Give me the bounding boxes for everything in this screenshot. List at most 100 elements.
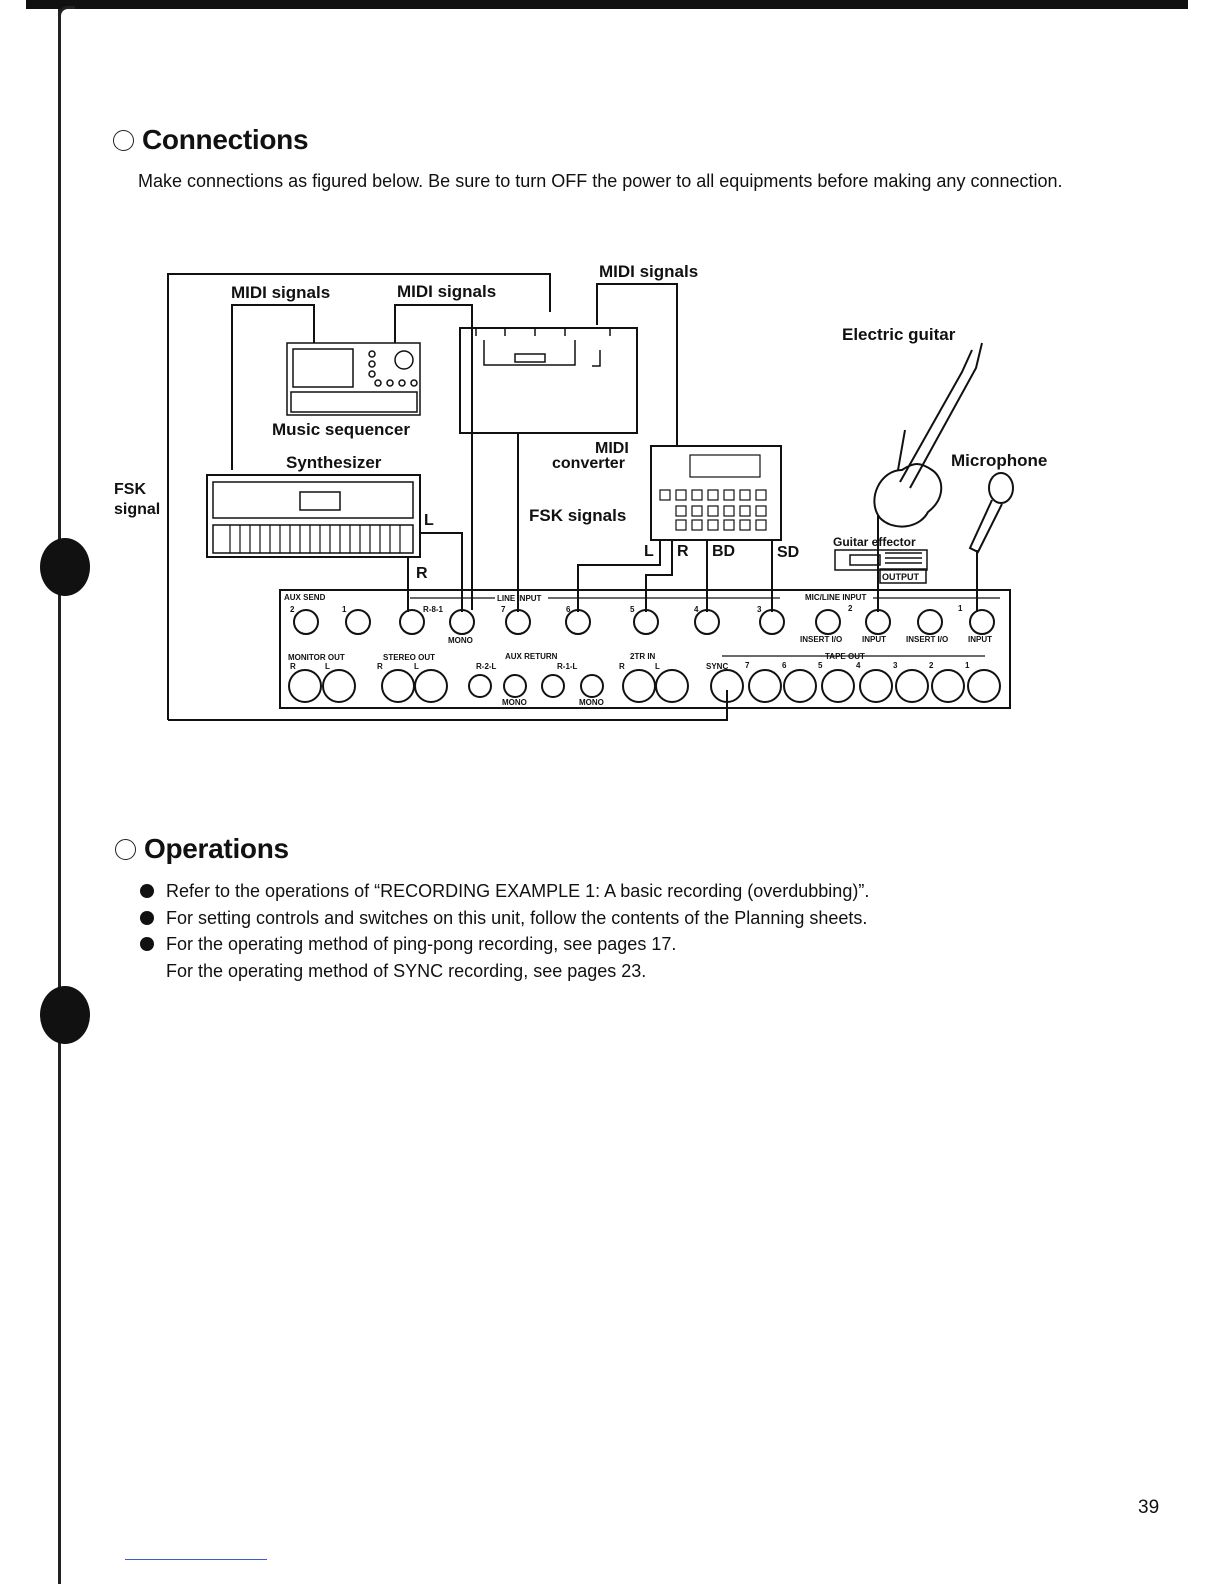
aux-return-label: AUX RETURN xyxy=(505,652,558,661)
line-4-label: 4 xyxy=(694,605,699,614)
electric-guitar xyxy=(873,342,983,528)
signal-label: signal xyxy=(114,501,160,518)
drum-sd-label: SD xyxy=(777,544,799,561)
operations-heading: Operations xyxy=(115,833,289,865)
insert-io-label: INSERT I/O xyxy=(800,635,842,644)
operations-title: Operations xyxy=(144,833,289,864)
punch-hole xyxy=(40,986,90,1044)
tape-6-label: 6 xyxy=(782,661,787,670)
connections-intro: Make connections as figured below. Be su… xyxy=(138,171,1063,191)
midi-cable-left xyxy=(231,304,315,470)
circle-bullet-icon xyxy=(115,838,136,860)
tape-out-label: TAPE OUT xyxy=(825,652,865,661)
line-5-label: 5 xyxy=(630,605,635,614)
stereo-l-label: L xyxy=(414,662,419,671)
punch-hole xyxy=(40,538,90,596)
page-number: 39 xyxy=(1138,1497,1160,1518)
midi-label: MIDI xyxy=(595,440,629,457)
footer-underline xyxy=(125,1559,267,1560)
synth-l-cable xyxy=(420,532,463,612)
line-6-label: 6 xyxy=(566,605,571,614)
output-label: OUTPUT xyxy=(882,572,920,582)
midi-signals-left-label: MIDI signals xyxy=(231,283,330,302)
input-label: INPUT xyxy=(862,635,886,644)
electric-guitar-label: Electric guitar xyxy=(842,325,956,344)
insert-io-label: INSERT I/O xyxy=(906,635,948,644)
fsk-cable-outer xyxy=(167,273,551,720)
monitor-out-label: MONITOR OUT xyxy=(288,653,345,662)
mic-2-label: 2 xyxy=(848,604,853,613)
drum-r-label: R xyxy=(677,543,689,560)
midi-signals-center-label: MIDI signals xyxy=(397,282,496,301)
guitar-effector-label: Guitar effector xyxy=(833,535,916,549)
tape-sync-cable xyxy=(168,690,728,721)
midi-signals-top-label: MIDI signals xyxy=(599,262,698,281)
tape-1-label: 1 xyxy=(965,661,970,670)
two-tr-r-label: R xyxy=(619,662,625,671)
list-item-continuation: For the operating method of SYNC recordi… xyxy=(166,960,647,981)
line-7-label: 7 xyxy=(501,605,506,614)
line-input-label: LINE INPUT xyxy=(497,594,542,603)
tape-7-label: 7 xyxy=(745,661,750,670)
monitor-l-label: L xyxy=(325,662,330,671)
r81-label: R-8-1 xyxy=(423,605,444,614)
drum-l-cable xyxy=(577,540,661,612)
music-sequencer-label: Music sequencer xyxy=(272,420,410,439)
stereo-r-label: R xyxy=(377,662,383,671)
two-tr-l-label: L xyxy=(655,662,660,671)
guitar-effector xyxy=(834,549,928,584)
binding-spine xyxy=(58,9,61,1584)
synthesizer-label: Synthesizer xyxy=(286,453,382,472)
drum-r-cable xyxy=(645,540,673,612)
bullet-icon xyxy=(140,937,154,951)
synthesizer xyxy=(206,474,421,558)
mono-label: MONO xyxy=(579,698,604,707)
connections-heading: Connections xyxy=(113,124,309,156)
list-item: For setting controls and switches on thi… xyxy=(140,905,869,932)
aux-1-label: 1 xyxy=(342,605,347,614)
monitor-r-label: R xyxy=(290,662,296,671)
input-label: INPUT xyxy=(968,635,992,644)
midi-cable-top xyxy=(596,283,678,446)
mic-1-label: 1 xyxy=(958,604,963,613)
top-rule xyxy=(26,0,1188,9)
aux-send-label: AUX SEND xyxy=(284,593,326,602)
music-sequencer xyxy=(286,342,421,416)
bullet-icon xyxy=(140,884,154,898)
microphone xyxy=(968,472,1014,554)
synth-l-label: L xyxy=(424,512,434,529)
list-item: For the operating method of ping-pong re… xyxy=(140,931,869,984)
sync-label: SYNC xyxy=(706,662,728,671)
tape-5-label: 5 xyxy=(818,661,823,670)
tape-3-label: 3 xyxy=(893,661,898,670)
midi-cable-center xyxy=(394,304,473,610)
mono-label: MONO xyxy=(448,636,473,645)
mono-label: MONO xyxy=(502,698,527,707)
midi-converter xyxy=(459,327,638,434)
connection-diagram: MIDI signals MIDI signals MIDI signals M… xyxy=(114,262,1047,721)
tape-4-label: 4 xyxy=(856,661,861,670)
r1l-label: R-1-L xyxy=(557,662,578,671)
line-3-label: 3 xyxy=(757,605,762,614)
r2l-label: R-2-L xyxy=(476,662,497,671)
binding-hook xyxy=(58,6,75,39)
tape-2-label: 2 xyxy=(929,661,934,670)
converter-label: converter xyxy=(552,455,625,472)
synth-r-label: R xyxy=(416,565,428,582)
fsk-label: FSK xyxy=(114,481,146,498)
mic-line-input-label: MIC/LINE INPUT xyxy=(805,593,866,602)
microphone-label: Microphone xyxy=(951,451,1047,470)
mixer-panel xyxy=(279,589,1011,709)
fsk-signals-label: FSK signals xyxy=(529,506,626,525)
aux-2-label: 2 xyxy=(290,605,295,614)
stereo-out-label: STEREO OUT xyxy=(383,653,435,662)
drum-bd-label: BD xyxy=(712,543,735,560)
connections-title: Connections xyxy=(142,124,309,155)
bullet-icon xyxy=(140,910,154,925)
two-tr-in-label: 2TR IN xyxy=(630,652,656,661)
list-item: Refer to the operations of “RECORDING EX… xyxy=(140,878,869,905)
circle-bullet-icon xyxy=(113,129,134,151)
drum-machine xyxy=(650,445,782,541)
drum-l-label: L xyxy=(644,543,654,560)
operations-list: Refer to the operations of “RECORDING EX… xyxy=(140,878,869,984)
